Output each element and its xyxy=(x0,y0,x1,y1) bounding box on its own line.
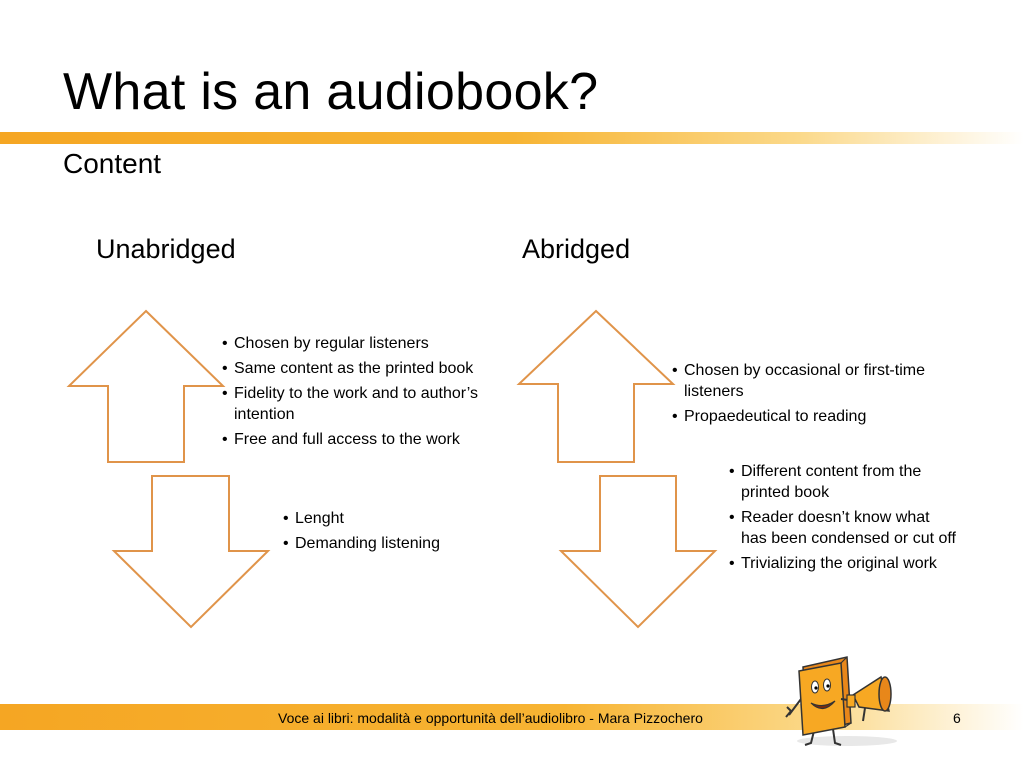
list-item: Chosen by occasional or first-time liste… xyxy=(672,360,942,402)
page-number: 6 xyxy=(953,710,961,726)
slide-title: What is an audiobook? xyxy=(63,63,599,121)
up-arrow-icon xyxy=(516,309,676,463)
abridged-cons-list: Different content from the printed book … xyxy=(729,461,959,578)
unabridged-cons-list: Lenght Demanding listening xyxy=(283,508,503,558)
list-item: Chosen by regular listeners xyxy=(222,333,502,354)
up-arrow-icon xyxy=(66,309,226,463)
list-item: Free and full access to the work xyxy=(222,429,502,450)
footer-accent-bar xyxy=(0,704,1024,730)
list-item: Trivializing the original work xyxy=(729,553,959,574)
unabridged-pros-list: Chosen by regular listeners Same content… xyxy=(222,333,502,454)
slide-subtitle: Content xyxy=(63,148,162,179)
list-item: Fidelity to the work and to author’s int… xyxy=(222,383,502,425)
down-arrow-icon xyxy=(111,475,271,629)
column-heading-unabridged: Unabridged xyxy=(96,234,236,264)
abridged-pros-list: Chosen by occasional or first-time liste… xyxy=(672,360,942,431)
title-accent-bar xyxy=(0,132,1024,144)
list-item: Lenght xyxy=(283,508,503,529)
list-item: Demanding listening xyxy=(283,533,503,554)
column-heading-abridged: Abridged xyxy=(522,234,631,264)
down-arrow-icon xyxy=(558,475,718,629)
book-megaphone-mascot-icon xyxy=(785,656,897,746)
list-item: Same content as the printed book xyxy=(222,358,502,379)
list-item: Reader doesn’t know what has been conden… xyxy=(729,507,959,549)
list-item: Propaedeutical to reading xyxy=(672,406,942,427)
list-item: Different content from the printed book xyxy=(729,461,959,503)
footer-text: Voce ai libri: modalità e opportunità de… xyxy=(278,710,703,726)
